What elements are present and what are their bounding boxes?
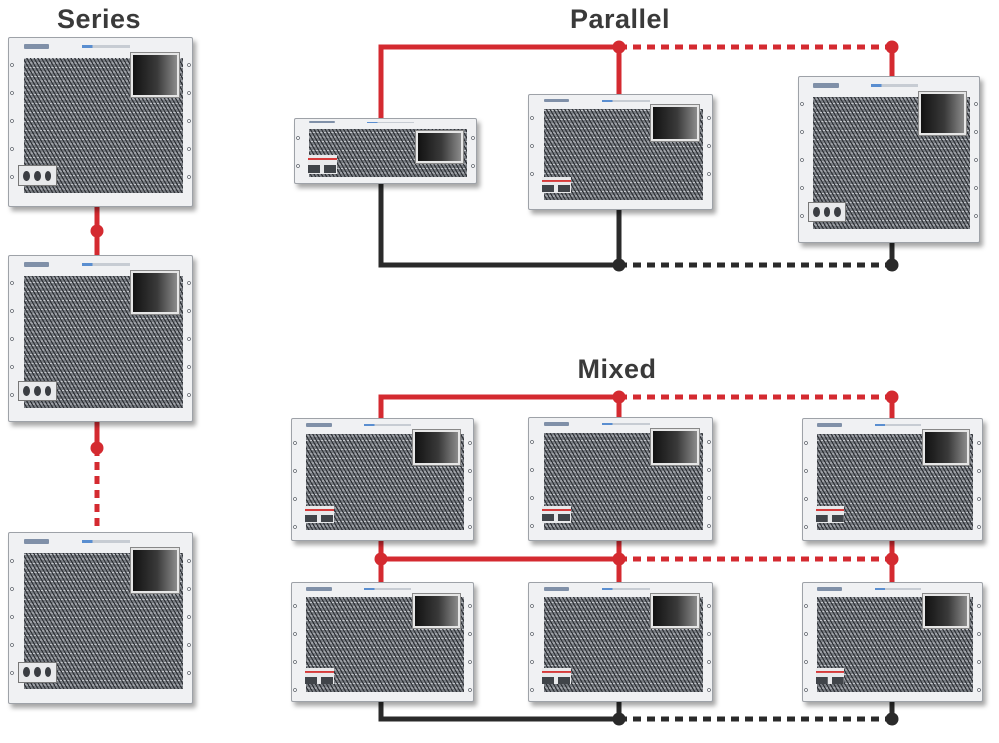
output-terminals: [541, 177, 572, 194]
model-label-icon: [82, 539, 130, 544]
mixed-unit-bottom-2: [528, 582, 713, 702]
display-screen: [415, 130, 464, 163]
junction-dot: [612, 40, 626, 54]
mixed-unit-bottom-1: [291, 582, 474, 702]
junction-dot: [90, 441, 104, 455]
mixed-unit-bottom-3: [802, 582, 983, 702]
model-label-icon: [602, 422, 650, 426]
junction-dot: [612, 712, 626, 726]
mixed-unit-top-1: [291, 418, 474, 541]
model-label-icon: [602, 587, 650, 591]
display-screen: [131, 53, 180, 98]
output-terminals: [18, 661, 57, 683]
display-screen: [412, 429, 461, 466]
parallel-title: Parallel: [569, 4, 671, 34]
model-label-icon: [874, 423, 922, 427]
brand-logo-icon: [543, 98, 570, 103]
output-terminals: [541, 505, 572, 523]
brand-logo-icon: [813, 82, 839, 88]
junction-dot: [885, 258, 899, 272]
output-terminals: [815, 667, 845, 685]
brand-logo-icon: [23, 43, 50, 49]
series-title: Series: [56, 4, 142, 34]
display-screen: [651, 105, 700, 142]
brand-logo-icon: [817, 587, 843, 591]
output-terminals: [304, 667, 334, 685]
junction-dot: [885, 40, 899, 54]
display-screen: [412, 593, 461, 629]
parallel-positive-bus: [378, 44, 622, 118]
display-screen: [651, 593, 700, 629]
parallel-unit-1: [294, 118, 477, 184]
display-screen: [922, 593, 970, 629]
mixed-unit-top-3: [802, 418, 983, 541]
brand-logo-icon: [306, 587, 332, 591]
junction-dot: [885, 390, 899, 404]
model-label-icon: [874, 587, 922, 591]
brand-logo-icon: [309, 121, 335, 124]
junction-dot: [612, 390, 626, 404]
junction-dot: [885, 552, 899, 566]
junction-dot: [612, 552, 626, 566]
display-screen: [651, 428, 700, 465]
brand-logo-icon: [817, 423, 843, 427]
series-unit-1: [8, 37, 193, 207]
junction-dots: [90, 40, 899, 726]
brand-logo-icon: [543, 422, 570, 426]
brand-logo-icon: [306, 423, 332, 427]
series-unit-3: [8, 532, 193, 704]
mixed-unit-top-2: [528, 417, 713, 541]
junction-dot: [612, 258, 626, 272]
junction-dot: [885, 712, 899, 726]
model-label-icon: [82, 262, 130, 266]
display-screen: [919, 91, 967, 136]
output-terminals: [304, 506, 334, 524]
parallel-negative-bus: [378, 183, 622, 268]
model-label-icon: [82, 44, 130, 49]
mixed-title: Mixed: [577, 354, 657, 384]
display-screen: [922, 429, 970, 466]
display-screen: [131, 548, 180, 594]
brand-logo-icon: [23, 538, 50, 545]
display-screen: [131, 270, 180, 315]
junction-dot: [90, 224, 104, 238]
model-label-icon: [364, 423, 412, 427]
mixed-top-positive-bus: [378, 394, 622, 418]
output-terminals: [808, 202, 846, 223]
output-terminals: [18, 381, 57, 402]
output-terminals: [541, 667, 572, 685]
parallel-unit-3: [798, 76, 980, 243]
brand-logo-icon: [543, 587, 570, 591]
mixed-bottom-negative-bus: [378, 702, 622, 722]
model-label-icon: [364, 587, 412, 591]
output-terminals: [815, 506, 845, 524]
output-terminals: [307, 154, 337, 175]
output-terminals: [18, 165, 57, 186]
model-label-icon: [367, 121, 415, 123]
brand-logo-icon: [23, 261, 50, 267]
model-label-icon: [602, 99, 650, 102]
parallel-unit-2: [528, 94, 713, 210]
model-label-icon: [871, 83, 918, 87]
series-unit-2: [8, 255, 193, 422]
junction-dot: [374, 552, 388, 566]
